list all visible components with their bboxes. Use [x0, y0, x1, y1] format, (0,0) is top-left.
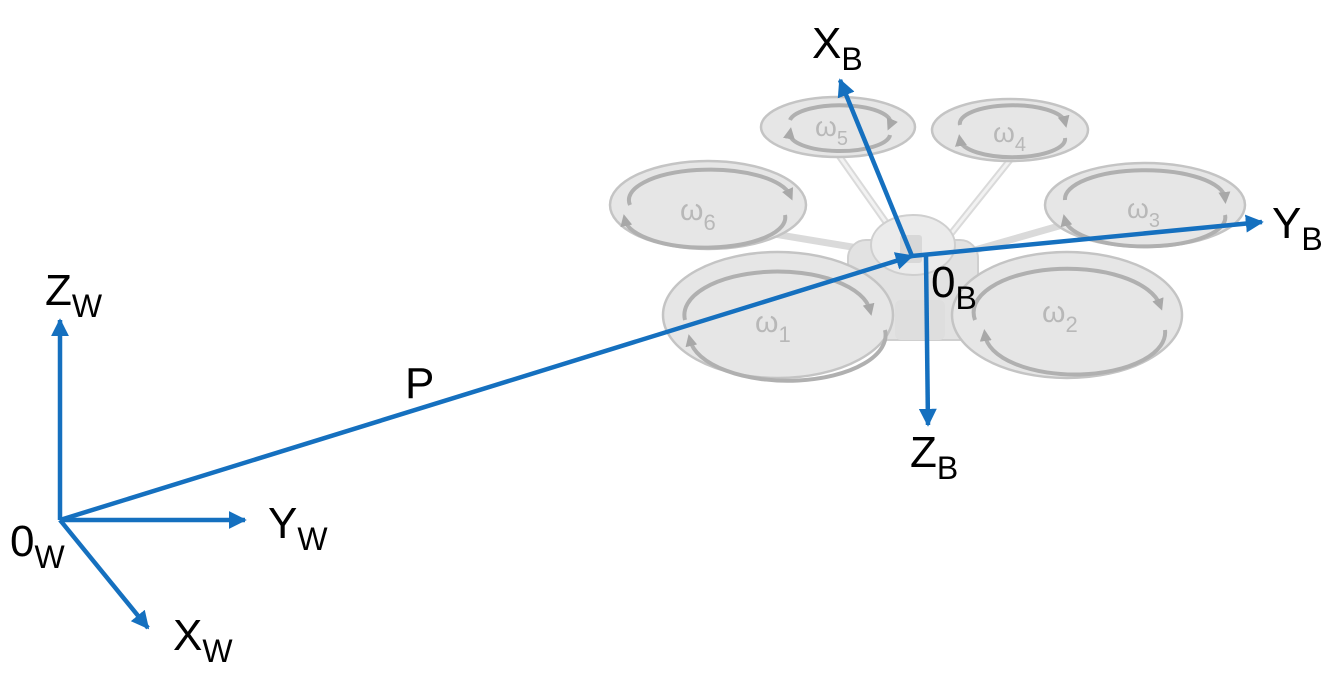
rotor-1: ω1 — [661, 250, 895, 383]
body-z-axis-label: ZB — [910, 428, 958, 486]
rotor-label-3: ω3 — [1127, 193, 1160, 232]
body-y-axis-arrow — [911, 214, 1264, 259]
rotor-2: ω2 — [950, 250, 1184, 380]
rotor-3: ω3 — [1043, 161, 1247, 249]
rotor-label-1: ω1 — [755, 306, 791, 347]
rotor-label-4: ω4 — [993, 117, 1026, 156]
world-x-axis-label: XW — [173, 611, 233, 669]
rotor-label-6: ω6 — [680, 194, 716, 235]
rotor-6: ω6 — [608, 159, 808, 251]
position-vector-arrow — [59, 252, 914, 523]
world-x-axis-arrow — [58, 518, 150, 630]
rotor-label-2: ω2 — [1042, 296, 1078, 337]
position-vector: P — [59, 252, 914, 523]
body-origin-label: 0B — [931, 258, 977, 316]
body-frame: XB YB ZB 0B — [812, 19, 1323, 486]
rotor-label-5: ω5 — [815, 111, 848, 150]
world-origin-label: 0W — [10, 517, 65, 575]
rotor-4: ω4 — [930, 97, 1090, 163]
body-z-axis-arrow — [918, 255, 937, 427]
drone-arms — [746, 146, 1084, 254]
world-y-axis-label: YW — [268, 499, 328, 557]
world-frame: ZW YW XW 0W — [10, 266, 328, 669]
rotor-5: ω5 — [759, 95, 917, 159]
world-z-axis-label: ZW — [45, 266, 103, 324]
position-vector-label: P — [405, 359, 434, 408]
body-x-axis-arrow — [837, 78, 915, 257]
body-x-axis-label: XB — [812, 19, 863, 77]
body-y-axis-label: YB — [1272, 199, 1323, 257]
